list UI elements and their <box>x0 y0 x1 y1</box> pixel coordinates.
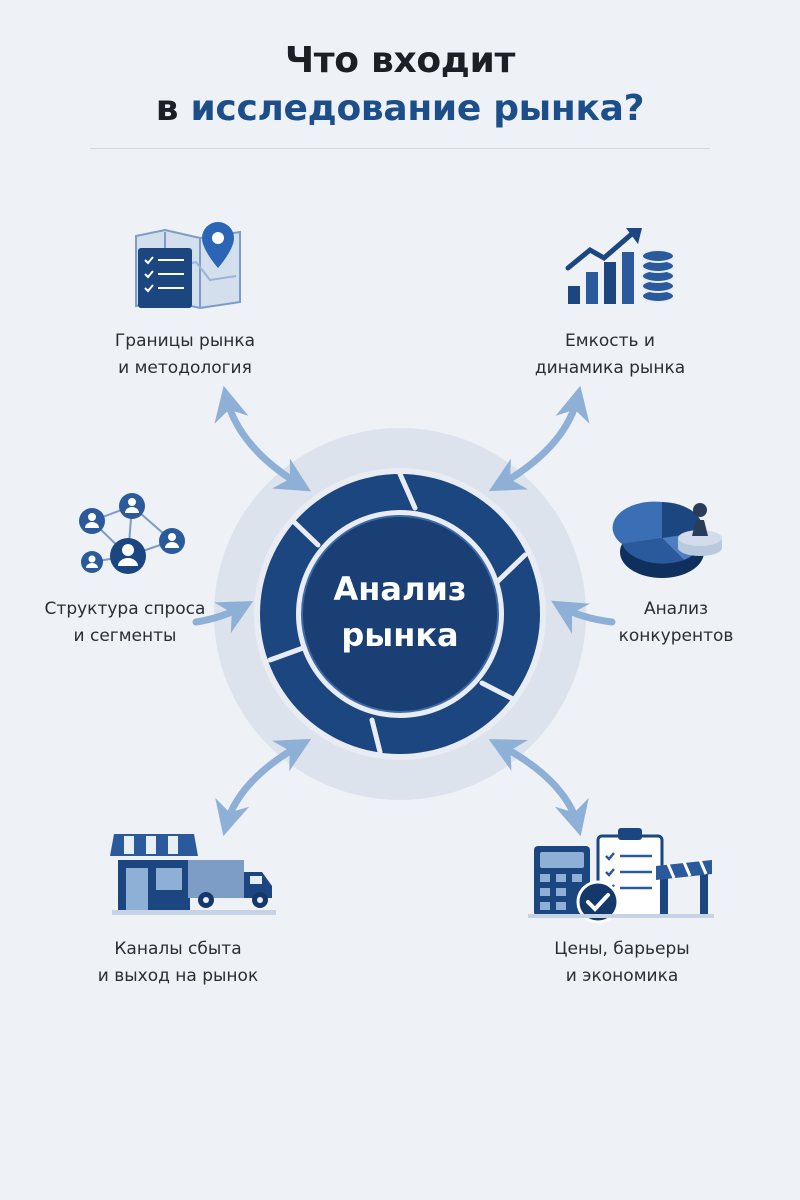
growth-chart-coins-icon <box>565 228 675 304</box>
node-label-capacity: Емкость и динамика рынка <box>510 328 710 382</box>
node-label-channels: Каналы сбыта и выход на рынок <box>78 936 278 990</box>
node-label-line: и экономика <box>565 966 679 986</box>
page-title-line-1: Что входит <box>284 40 516 81</box>
node-label-line: Каналы сбыта <box>114 939 242 959</box>
node-label-line: Емкость и <box>565 331 655 351</box>
node-label-line: динамика рынка <box>534 358 686 378</box>
title-divider <box>90 148 710 149</box>
arrow-channels <box>215 738 312 837</box>
node-label-line: Структура спроса <box>44 599 206 619</box>
node-label-line: Границы рынка <box>114 331 256 351</box>
center-disc <box>302 516 498 712</box>
node-label-line: Цены, барьеры <box>554 939 690 959</box>
node-label-line: и выход на рынок <box>97 966 259 986</box>
arrow-boundaries <box>214 385 312 492</box>
node-label-prices: Цены, барьеры и экономика <box>522 936 722 990</box>
page-title-line-2: в исследование рынка? <box>0 86 800 132</box>
map-checklist-pin-icon <box>135 222 241 310</box>
arrow-competitors <box>550 600 616 634</box>
node-label-line: Анализ <box>643 599 709 619</box>
node-label-demand: Структура спроса и сегменты <box>25 596 225 650</box>
title-accent: исследование рынка? <box>190 88 645 129</box>
center-title-line-1: Анализ <box>333 570 467 608</box>
title-prefix: в <box>155 88 179 129</box>
node-label-line: и сегменты <box>73 626 177 646</box>
center-hub <box>214 428 586 800</box>
node-label-line: и методология <box>118 358 252 378</box>
calculator-checklist-barrier-icon <box>528 828 714 924</box>
center-title-line-2: рынка <box>341 616 459 654</box>
node-label-line: конкурентов <box>618 626 734 646</box>
arrows <box>192 385 616 837</box>
node-label-boundaries: Границы рынка и методология <box>85 328 285 382</box>
pie-chart-chess-icon <box>612 501 722 578</box>
store-truck-icon <box>110 834 276 915</box>
node-label-competitors: Анализ конкурентов <box>576 596 776 650</box>
people-network-icon <box>79 493 185 574</box>
arrow-demand <box>192 600 254 634</box>
arrow-capacity <box>488 385 590 492</box>
arrow-prices <box>488 739 589 837</box>
